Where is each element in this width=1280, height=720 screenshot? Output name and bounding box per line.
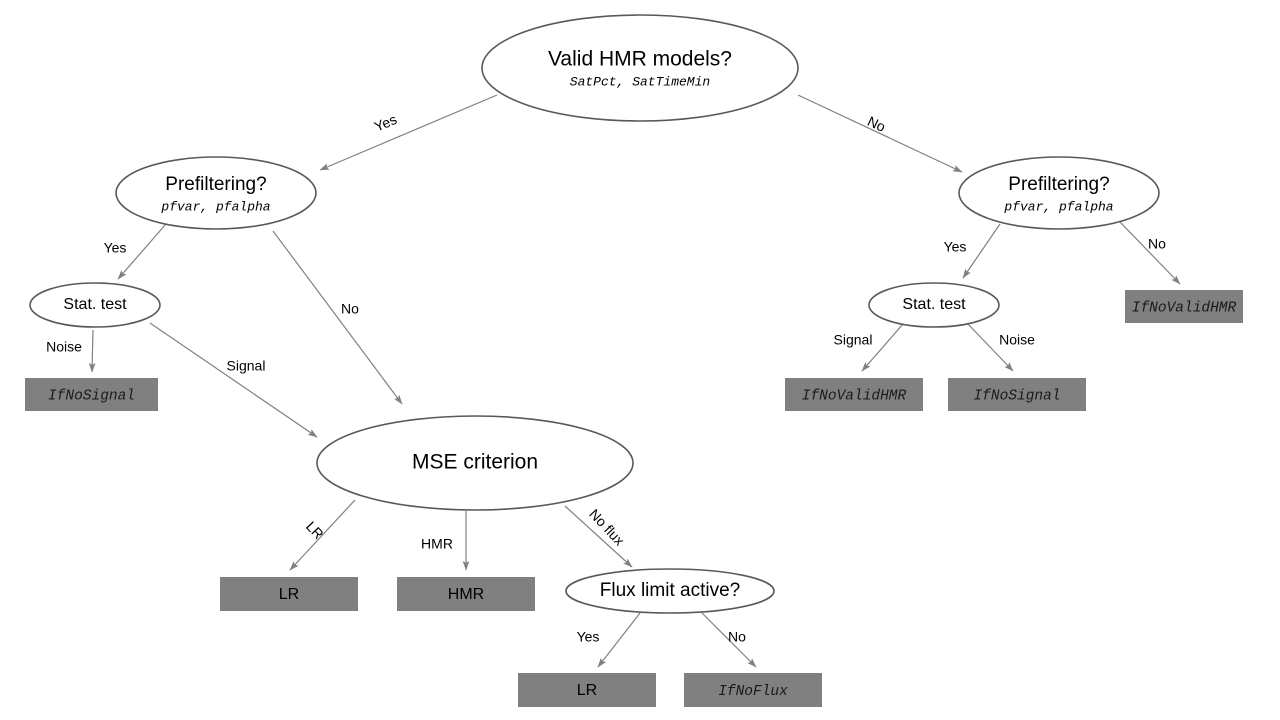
edge-e-root-no xyxy=(797,94,963,173)
node-prefilter-right[interactable]: Prefiltering? pfvar, pfalpha xyxy=(958,156,1160,230)
node-label-mse: MSE criterion xyxy=(412,451,538,474)
node-term-ifnovalidhmr-right[interactable]: IfNoValidHMR xyxy=(1125,290,1243,323)
node-term-ifnosignal-right[interactable]: IfNoSignal xyxy=(948,378,1086,411)
node-shape-term-lr-flux xyxy=(518,673,656,707)
node-term-hmr-mse[interactable]: HMR xyxy=(397,577,535,611)
edge-label-e-stl-noise: Noise xyxy=(46,339,82,355)
edge-label-e-root-yes: Yes xyxy=(372,111,399,135)
node-sublabel-prefilter-right: pfvar, pfalpha xyxy=(1003,199,1113,214)
node-label-term-ifnovalidhmr-mid: IfNoValidHMR xyxy=(802,388,907,404)
edge-label-e-pfl-no: No xyxy=(341,301,359,317)
node-shape-term-ifnovalidhmr-right xyxy=(1125,290,1243,323)
edge-label-e-mse-lr: LR xyxy=(303,518,327,542)
node-stat-test-left[interactable]: Stat. test xyxy=(29,282,161,328)
node-shape-mse xyxy=(316,415,634,511)
node-label-term-ifnoflux: IfNoFlux xyxy=(718,684,788,700)
node-label-flux-limit: Flux limit active? xyxy=(600,580,740,601)
node-label-prefilter-left: Prefiltering? xyxy=(165,174,266,195)
edge-e-root-yes xyxy=(319,94,498,171)
edge-e-flux-yes xyxy=(597,612,641,668)
node-label-root: Valid HMR models? xyxy=(548,48,732,71)
node-label-stat-test-left: Stat. test xyxy=(63,296,127,313)
node-label-term-lr-mse: LR xyxy=(279,586,299,603)
node-stat-test-right[interactable]: Stat. test xyxy=(868,282,1000,328)
edge-label-e-str-signal: Signal xyxy=(834,332,873,348)
edge-e-stl-noise xyxy=(88,329,96,373)
node-term-ifnosignal-left[interactable]: IfNoSignal xyxy=(25,378,158,411)
node-shape-term-ifnosignal-right xyxy=(948,378,1086,411)
edge-label-e-pfr-yes: Yes xyxy=(944,239,967,255)
node-term-ifnoflux[interactable]: IfNoFlux xyxy=(684,673,822,707)
node-label-stat-test-right: Stat. test xyxy=(902,296,966,313)
edge-label-e-mse-noflux: No flux xyxy=(586,506,627,549)
edge-e-str-noise xyxy=(967,323,1014,372)
node-shape-root xyxy=(481,14,799,122)
node-label-term-ifnovalidhmr-right: IfNoValidHMR xyxy=(1132,300,1237,316)
edge-e-pfl-no xyxy=(272,230,403,405)
edge-label-e-flux-no: No xyxy=(728,629,746,645)
node-shape-term-hmr-mse xyxy=(397,577,535,611)
node-mse[interactable]: MSE criterion xyxy=(316,415,634,511)
node-shape-term-ifnoflux xyxy=(684,673,822,707)
node-prefilter-left[interactable]: Prefiltering? pfvar, pfalpha xyxy=(115,156,317,230)
node-label-prefilter-right: Prefiltering? xyxy=(1008,174,1109,195)
node-label-term-ifnosignal-right: IfNoSignal xyxy=(973,388,1060,404)
node-label-term-lr-flux: LR xyxy=(577,682,597,699)
edge-e-str-signal xyxy=(861,323,904,372)
edge-label-e-root-no: No xyxy=(865,113,888,135)
edge-e-stl-signal xyxy=(149,322,318,438)
edge-e-mse-lr xyxy=(289,499,356,571)
node-sublabel-root: SatPct, SatTimeMin xyxy=(570,74,710,89)
nodes-layer: Valid HMR models? SatPct, SatTimeMinPrefi… xyxy=(25,14,1243,707)
edge-label-e-stl-signal: Signal xyxy=(227,358,266,374)
node-sublabel-prefilter-left: pfvar, pfalpha xyxy=(160,199,270,214)
edge-label-e-str-noise: Noise xyxy=(999,332,1035,348)
edge-label-e-mse-hmr: HMR xyxy=(421,536,453,552)
node-term-lr-mse[interactable]: LR xyxy=(220,577,358,611)
node-label-term-hmr-mse: HMR xyxy=(448,586,484,603)
node-shape-term-ifnosignal-left xyxy=(25,378,158,411)
edge-e-flux-no xyxy=(701,612,757,668)
node-label-term-ifnosignal-left: IfNoSignal xyxy=(48,388,135,404)
edge-e-pfr-yes xyxy=(962,223,1001,279)
node-shape-term-lr-mse xyxy=(220,577,358,611)
node-root[interactable]: Valid HMR models? SatPct, SatTimeMin xyxy=(481,14,799,122)
node-flux-limit[interactable]: Flux limit active? xyxy=(565,568,775,614)
node-term-lr-flux[interactable]: LR xyxy=(518,673,656,707)
node-shape-flux-limit xyxy=(565,568,775,614)
node-term-ifnovalidhmr-mid[interactable]: IfNoValidHMR xyxy=(785,378,923,411)
edge-e-pfl-yes xyxy=(117,223,167,280)
edge-e-pfr-no xyxy=(1119,221,1181,285)
edge-label-e-pfl-yes: Yes xyxy=(104,240,127,256)
edges-layer xyxy=(88,94,1181,668)
edge-label-e-pfr-no: No xyxy=(1148,236,1166,252)
node-shape-prefilter-right xyxy=(958,156,1160,230)
node-shape-prefilter-left xyxy=(115,156,317,230)
node-shape-term-ifnovalidhmr-mid xyxy=(785,378,923,411)
node-shape-stat-test-right xyxy=(868,282,1000,328)
edge-label-e-flux-yes: Yes xyxy=(577,629,600,645)
edge-e-mse-noflux xyxy=(564,505,633,568)
node-shape-stat-test-left xyxy=(29,282,161,328)
